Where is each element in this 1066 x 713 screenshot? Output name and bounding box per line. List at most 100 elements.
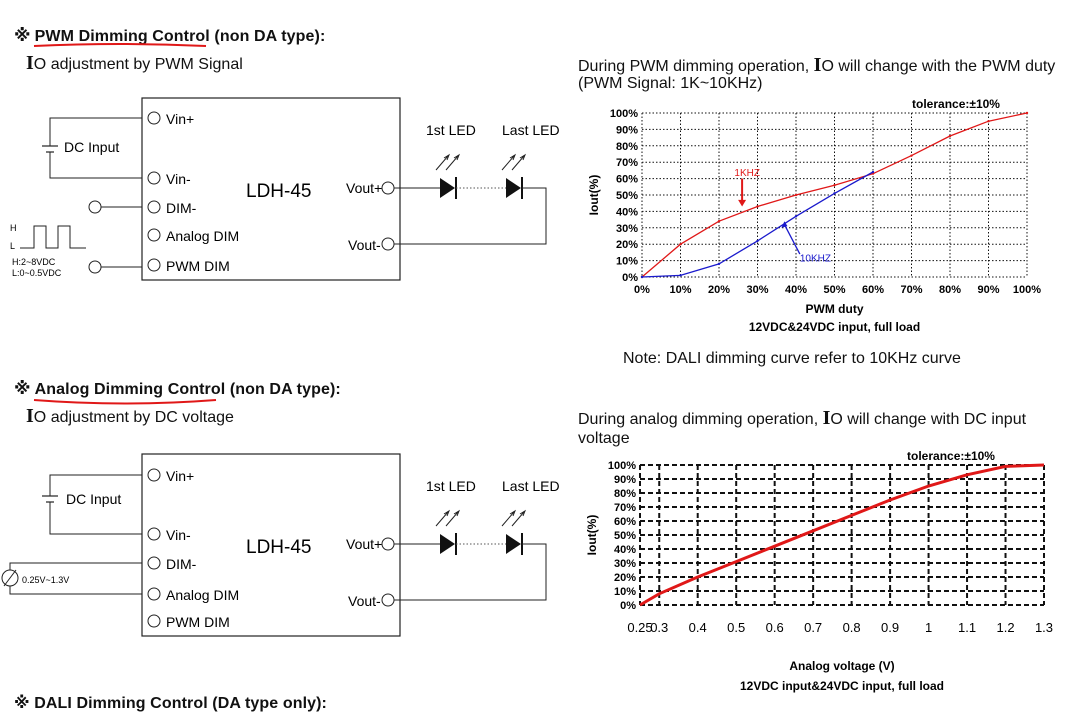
svg-text:Vout-: Vout- bbox=[348, 593, 381, 609]
svg-text:DIM-: DIM- bbox=[166, 200, 197, 216]
svg-text:DC Input: DC Input bbox=[66, 491, 121, 507]
svg-text:DIM-: DIM- bbox=[166, 556, 197, 572]
pwm-title-suffix: (non DA type): bbox=[209, 28, 326, 45]
y-tick-label: 80% bbox=[614, 488, 636, 500]
dc-input-label: DC Input bbox=[64, 139, 119, 155]
terminal-dim-minus bbox=[147, 200, 161, 214]
svg-text:Vin+: Vin+ bbox=[166, 468, 194, 484]
data-point bbox=[833, 183, 836, 187]
next-section-title: ※ DALI Dimming Control (DA type only): bbox=[14, 695, 327, 712]
x-tick-label: 90% bbox=[977, 284, 999, 296]
tolerance-label: tolerance:±10% bbox=[907, 449, 995, 463]
annotation-arrowhead bbox=[781, 221, 788, 228]
x-tick-label: 0.4 bbox=[689, 620, 707, 635]
svg-text:Vout-: Vout- bbox=[348, 237, 381, 253]
svg-text:1st LED: 1st LED bbox=[426, 122, 476, 138]
annotation-arrowhead bbox=[738, 199, 747, 207]
x-tick-label: 40% bbox=[785, 284, 807, 296]
x-tick-label: 0.7 bbox=[804, 620, 822, 635]
chart-caption: 12VDC input&24VDC input, full load bbox=[740, 679, 944, 693]
x-tick-label: 20% bbox=[708, 284, 730, 296]
pwm-waveform bbox=[20, 225, 86, 249]
data-point bbox=[640, 275, 644, 279]
y-tick-label: 10% bbox=[614, 586, 636, 598]
svg-text:Vout+: Vout+ bbox=[346, 536, 382, 552]
x-tick-label: 50% bbox=[823, 284, 845, 296]
analog-dimming-chart: 0%10%20%30%40%50%60%70%80%90%100%0.250.3… bbox=[585, 449, 1053, 693]
x-tick-label: 0.25 bbox=[627, 620, 652, 635]
y-tick-label: 20% bbox=[616, 239, 638, 251]
svg-text:Vout+: Vout+ bbox=[346, 180, 382, 196]
ldh-module-box bbox=[141, 97, 401, 281]
x-axis-label: PWM duty bbox=[806, 302, 864, 316]
x-tick-label: 70% bbox=[900, 284, 922, 296]
pwm-section-title: ※PWM Dimming Control (non DA type): bbox=[14, 26, 325, 46]
terminal-vin-plus bbox=[147, 111, 161, 125]
svg-text:PWM DIM: PWM DIM bbox=[166, 614, 230, 630]
y-tick-label: 30% bbox=[614, 558, 636, 570]
y-tick-label: 50% bbox=[614, 530, 636, 542]
tolerance-label: tolerance:±10% bbox=[912, 97, 1000, 111]
annotation-arrow bbox=[783, 224, 801, 255]
x-tick-label: 0.5 bbox=[727, 620, 745, 635]
led-1 bbox=[440, 178, 455, 198]
y-axis-label: Iout(%) bbox=[585, 515, 599, 556]
y-tick-label: 0% bbox=[622, 272, 638, 284]
data-point bbox=[910, 154, 913, 157]
y-tick-label: 20% bbox=[614, 572, 636, 584]
pwm-title-underlined: PWM Dimming Control bbox=[34, 28, 210, 45]
analog-description: During analog dimming operation, IO will… bbox=[578, 407, 1027, 447]
svg-text:Last LED: Last LED bbox=[502, 478, 560, 494]
svg-text:PWM DIM: PWM DIM bbox=[166, 258, 230, 274]
svg-text:H: H bbox=[10, 223, 17, 233]
data-point bbox=[756, 239, 759, 243]
annotation-1khz: 1KHZ bbox=[734, 168, 760, 179]
analog-subtitle: IO adjustment by DC voltage bbox=[26, 405, 234, 427]
terminal-vin-minus bbox=[147, 171, 161, 185]
analog-section-title: ※Analog Dimming Control (non DA type): bbox=[14, 379, 341, 398]
data-point bbox=[1025, 111, 1029, 115]
reference-mark: ※ bbox=[14, 26, 31, 45]
y-tick-label: 40% bbox=[614, 544, 636, 556]
x-tick-label: 0% bbox=[634, 284, 650, 296]
terminal-analog-dim bbox=[147, 228, 161, 242]
data-point bbox=[679, 274, 682, 277]
x-tick-label: 1.1 bbox=[958, 620, 976, 635]
x-tick-label: 1 bbox=[925, 620, 932, 635]
x-tick-label: 30% bbox=[746, 284, 768, 296]
y-tick-label: 10% bbox=[616, 256, 638, 268]
led-last bbox=[506, 178, 521, 198]
svg-text:Vin-: Vin- bbox=[166, 527, 191, 543]
data-point bbox=[717, 262, 721, 266]
y-tick-label: 30% bbox=[616, 223, 638, 235]
svg-text:L:0~0.5VDC: L:0~0.5VDC bbox=[12, 268, 62, 278]
x-axis-label: Analog voltage (V) bbox=[789, 659, 894, 673]
x-tick-label: 0.9 bbox=[881, 620, 899, 635]
y-tick-label: 40% bbox=[616, 206, 638, 218]
svg-text:Last LED: Last LED bbox=[502, 122, 560, 138]
y-tick-label: 100% bbox=[610, 108, 638, 120]
x-tick-label: 1.3 bbox=[1035, 620, 1053, 635]
data-point bbox=[794, 193, 798, 197]
analog-wiring-diagram: LDH-45 Vin+ Vin- DIM- Analog DIM PWM DIM… bbox=[1, 453, 560, 637]
svg-text:Vin-: Vin- bbox=[166, 171, 191, 187]
data-point bbox=[756, 205, 759, 208]
chart-caption: 12VDC&24VDC input, full load bbox=[749, 320, 920, 334]
svg-text:H:2~8VDC: H:2~8VDC bbox=[12, 257, 56, 267]
x-tick-label: 10% bbox=[669, 284, 691, 296]
svg-text:LDH-45: LDH-45 bbox=[246, 537, 311, 558]
y-tick-label: 80% bbox=[616, 141, 638, 153]
data-point bbox=[948, 134, 952, 138]
data-point bbox=[717, 220, 721, 223]
pwm-subtitle: IO adjustment by PWM Signal bbox=[26, 52, 243, 74]
module-label: LDH-45 bbox=[246, 181, 311, 202]
terminal-pwm-dim bbox=[147, 258, 161, 272]
series-line bbox=[639, 463, 1045, 607]
y-tick-label: 0% bbox=[620, 600, 636, 612]
x-tick-label: 0.6 bbox=[766, 620, 784, 635]
pwm-wiring-diagram: LDH-45 Vin+ Vin- DIM- Analog DIM PWM DIM… bbox=[10, 97, 560, 281]
terminal-vout-plus bbox=[381, 181, 395, 195]
data-point bbox=[794, 215, 798, 218]
y-tick-label: 90% bbox=[616, 124, 638, 136]
x-tick-label: 1.2 bbox=[996, 620, 1014, 635]
